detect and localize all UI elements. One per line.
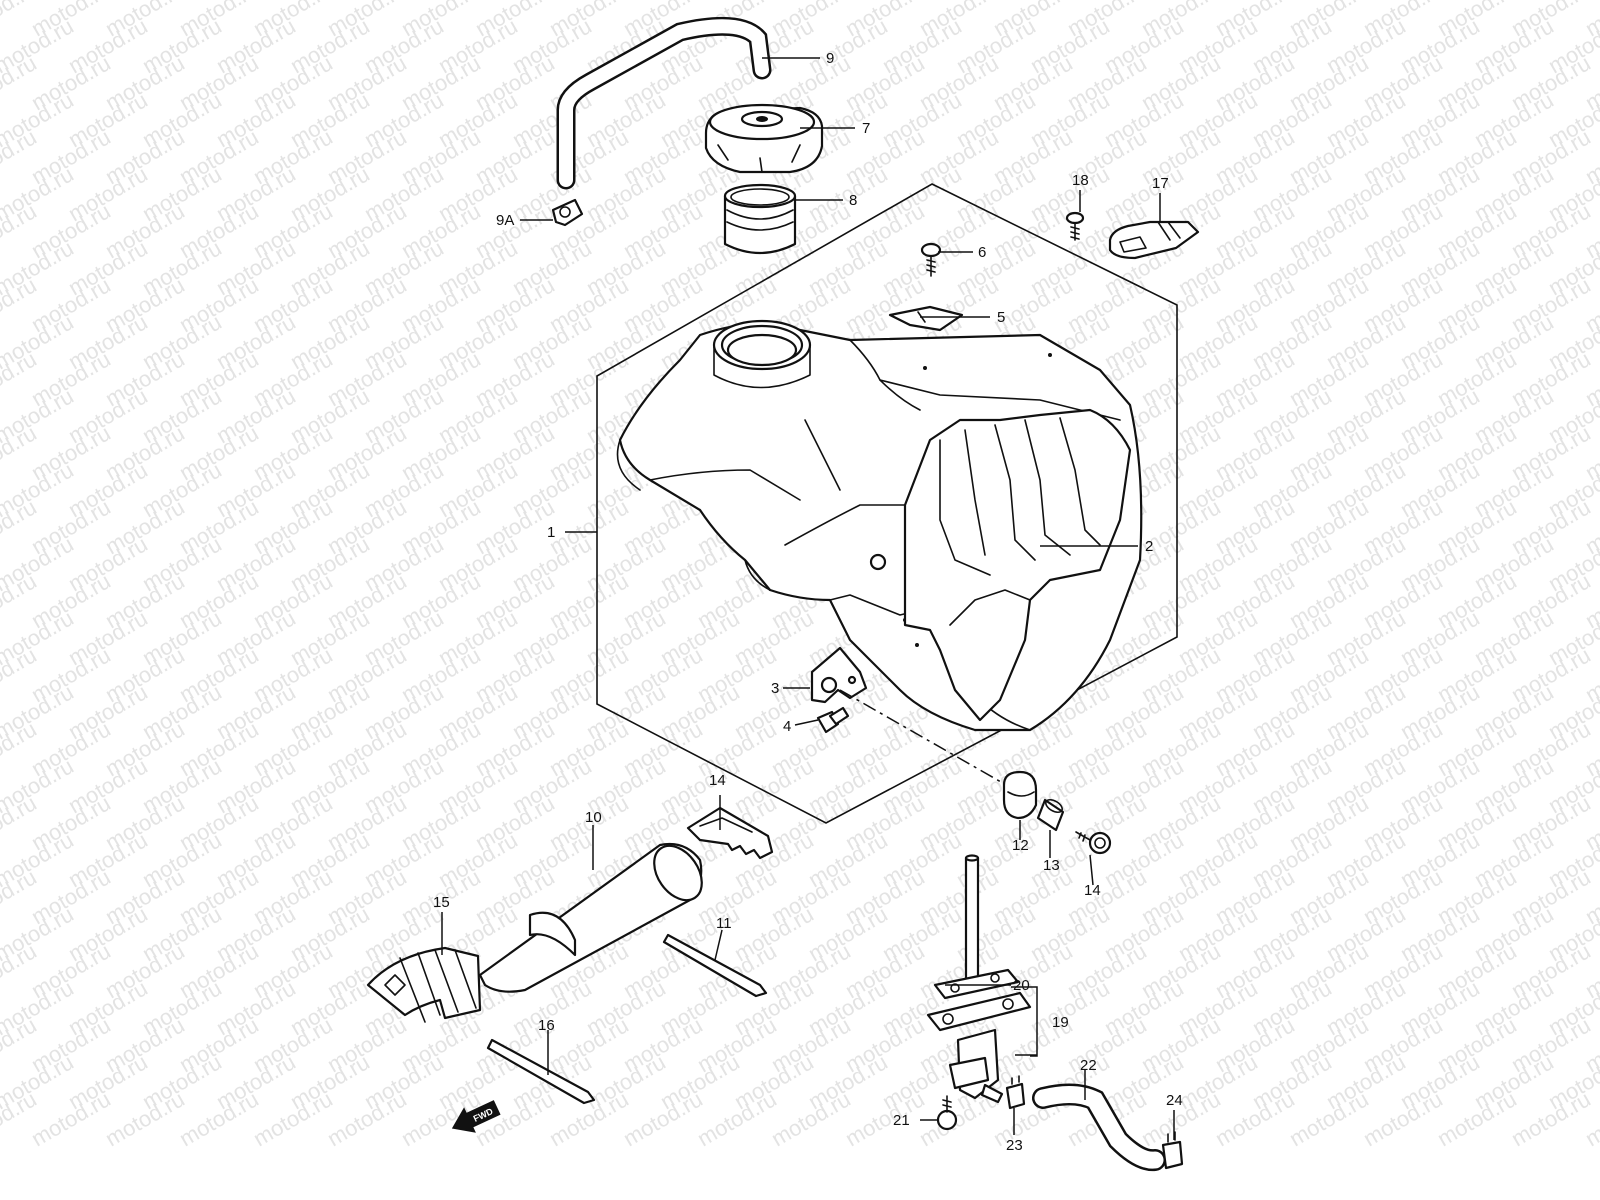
callout-24-left: 23	[1006, 1137, 1023, 1154]
callout-6: 6	[978, 244, 986, 261]
callout-15: 14	[709, 772, 726, 789]
callout-21: 20	[1013, 977, 1030, 994]
callout-18: 17	[1152, 175, 1169, 192]
callout-2: 2	[1145, 538, 1153, 555]
callout-14: 14	[1084, 882, 1101, 899]
rubber-cushion[interactable]	[1002, 770, 1038, 820]
callout-19: 18	[1072, 172, 1089, 189]
callout-4: 4	[783, 718, 791, 735]
callout-9: 9	[826, 50, 834, 67]
callout-9a: 9A	[496, 212, 514, 229]
callout-10: 10	[585, 809, 602, 826]
callout-23: 22	[1080, 1057, 1097, 1074]
callout-17: 16	[538, 1017, 555, 1034]
callout-22: 21	[893, 1112, 910, 1129]
cock-screw[interactable]	[936, 1095, 958, 1131]
fuel-cap[interactable]	[704, 103, 824, 174]
callout-11: 11	[716, 915, 732, 932]
callout-1: 1	[547, 524, 555, 541]
callout-13: 13	[1043, 857, 1060, 874]
callout-16: 15	[433, 894, 450, 911]
filler-neck[interactable]	[723, 183, 797, 254]
callout-24-right: 24	[1166, 1092, 1183, 1109]
callout-12: 12	[1012, 837, 1029, 854]
callout-5: 5	[997, 309, 1005, 326]
callout-7: 7	[862, 120, 870, 137]
callout-8: 8	[849, 192, 857, 209]
callout-3: 3	[771, 680, 779, 697]
callout-20: 19	[1052, 1014, 1069, 1031]
